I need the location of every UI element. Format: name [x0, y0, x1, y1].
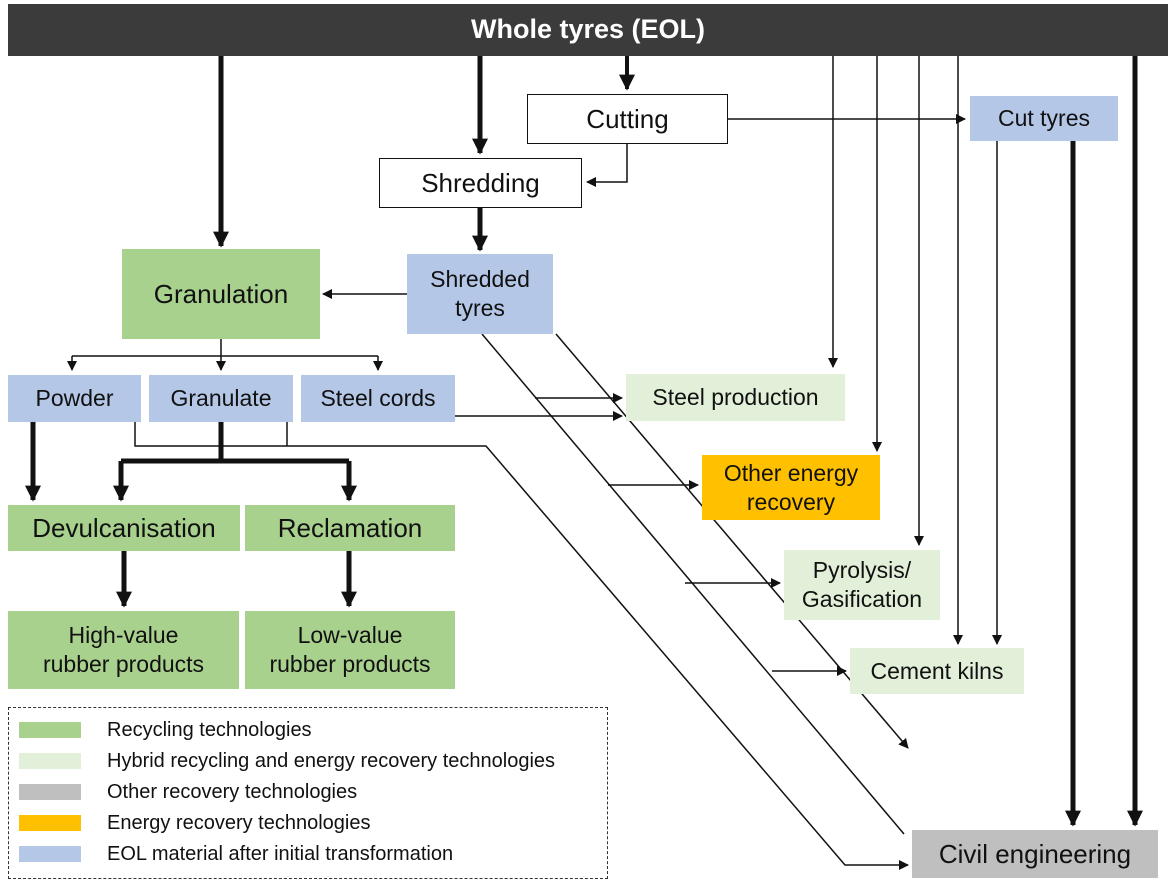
- legend-label: Other recovery technologies: [107, 780, 358, 803]
- legend-item: Energy recovery technologies: [19, 811, 371, 834]
- legend-item: Hybrid recycling and energy recovery tec…: [19, 749, 556, 772]
- granulation-box: Granulation: [122, 249, 320, 339]
- legend-swatch: [19, 722, 81, 738]
- legend-label: EOL material after initial transformatio…: [107, 842, 454, 865]
- legend-swatch: [19, 753, 81, 769]
- powder-box: Powder: [8, 375, 141, 422]
- legend-label: Energy recovery technologies: [107, 811, 371, 834]
- cutting-box: Cutting: [527, 94, 728, 144]
- legend-label: Recycling technologies: [107, 718, 312, 741]
- legend-swatch: [19, 784, 81, 800]
- civil-engineering-box: Civil engineering: [912, 830, 1158, 878]
- reclamation-box: Reclamation: [245, 505, 455, 551]
- granulate-box: Granulate: [149, 375, 293, 422]
- cement-kilns-box: Cement kilns: [850, 648, 1024, 694]
- legend-label: Hybrid recycling and energy recovery tec…: [107, 749, 556, 772]
- shredded-tyres-box: Shredded tyres: [407, 254, 553, 334]
- steel-production-box: Steel production: [626, 374, 845, 421]
- other-energy-recovery-box: Other energy recovery: [702, 455, 880, 520]
- arrow-cutting-shredding: [586, 144, 628, 187]
- arrow-powder-civil: [134, 422, 909, 870]
- high-value-products-box: High-value rubber products: [8, 611, 239, 689]
- devulcanisation-box: Devulcanisation: [8, 505, 240, 551]
- legend-swatch: [19, 815, 81, 831]
- whole-tyres-bar: Whole tyres (EOL): [8, 4, 1168, 56]
- arrow-shredded-civil-b: [555, 333, 909, 749]
- pyrolysis-gasification-box: Pyrolysis/ Gasification: [784, 550, 940, 620]
- legend-item: EOL material after initial transformatio…: [19, 842, 454, 865]
- steel-cords-box: Steel cords: [301, 375, 455, 422]
- shredding-box: Shredding: [379, 158, 582, 208]
- legend-swatch: [19, 846, 81, 862]
- legend-item: Other recovery technologies: [19, 780, 358, 803]
- low-value-products-box: Low-value rubber products: [245, 611, 455, 689]
- arrow-shredded-civil-a: [481, 333, 905, 835]
- legend: Recycling technologies Hybrid recycling …: [8, 707, 608, 879]
- cut-tyres-box: Cut tyres: [970, 96, 1118, 141]
- legend-item: Recycling technologies: [19, 718, 312, 741]
